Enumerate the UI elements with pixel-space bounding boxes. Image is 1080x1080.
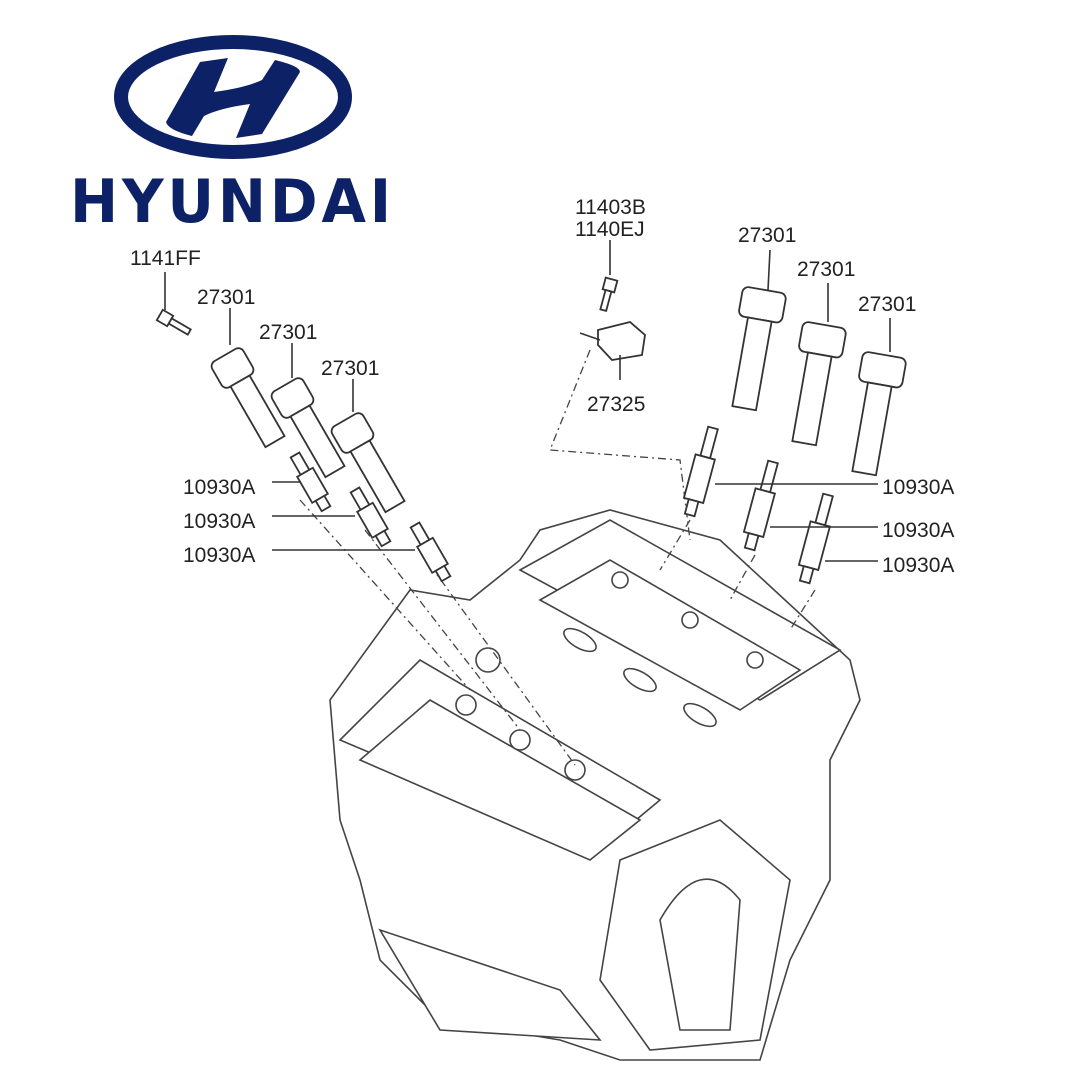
label-plug-right-3: 10930A: [882, 554, 954, 577]
bolt-icon: [599, 276, 619, 312]
label-bracket: 27325: [587, 393, 645, 416]
bolt-icon: [155, 308, 192, 336]
right-spark-plugs: [682, 425, 834, 585]
part-labels: 1141FF 27301 27301 27301 10930A 10930A 1…: [130, 196, 954, 577]
label-coil-right-1: 27301: [738, 224, 796, 247]
alignment-lines: [299, 349, 816, 766]
label-bolt-left: 1141FF: [130, 247, 201, 270]
label-coil-left-3: 27301: [321, 357, 379, 380]
left-spark-plugs: [289, 451, 452, 583]
hyundai-logo: HYUNDAI: [70, 35, 395, 237]
label-bolt-right-1: 11403B: [575, 196, 646, 219]
left-ignition-coils: [210, 347, 406, 514]
coil-bracket: [579, 321, 646, 361]
engine-block: [329, 509, 861, 1061]
label-plug-left-2: 10930A: [183, 510, 255, 533]
label-plug-right-1: 10930A: [882, 476, 954, 499]
label-coil-left-2: 27301: [259, 321, 317, 344]
brand-name: HYUNDAI: [70, 167, 395, 237]
label-bolt-right-2: 1140EJ: [575, 218, 645, 241]
label-coil-right-2: 27301: [797, 258, 855, 281]
leader-lines: [164, 240, 891, 562]
label-plug-left-3: 10930A: [183, 544, 255, 567]
label-coil-right-3: 27301: [858, 293, 916, 316]
label-coil-left-1: 27301: [197, 286, 255, 309]
label-plug-left-1: 10930A: [183, 476, 255, 499]
right-ignition-coils: [731, 286, 907, 477]
label-plug-right-2: 10930A: [882, 519, 954, 542]
